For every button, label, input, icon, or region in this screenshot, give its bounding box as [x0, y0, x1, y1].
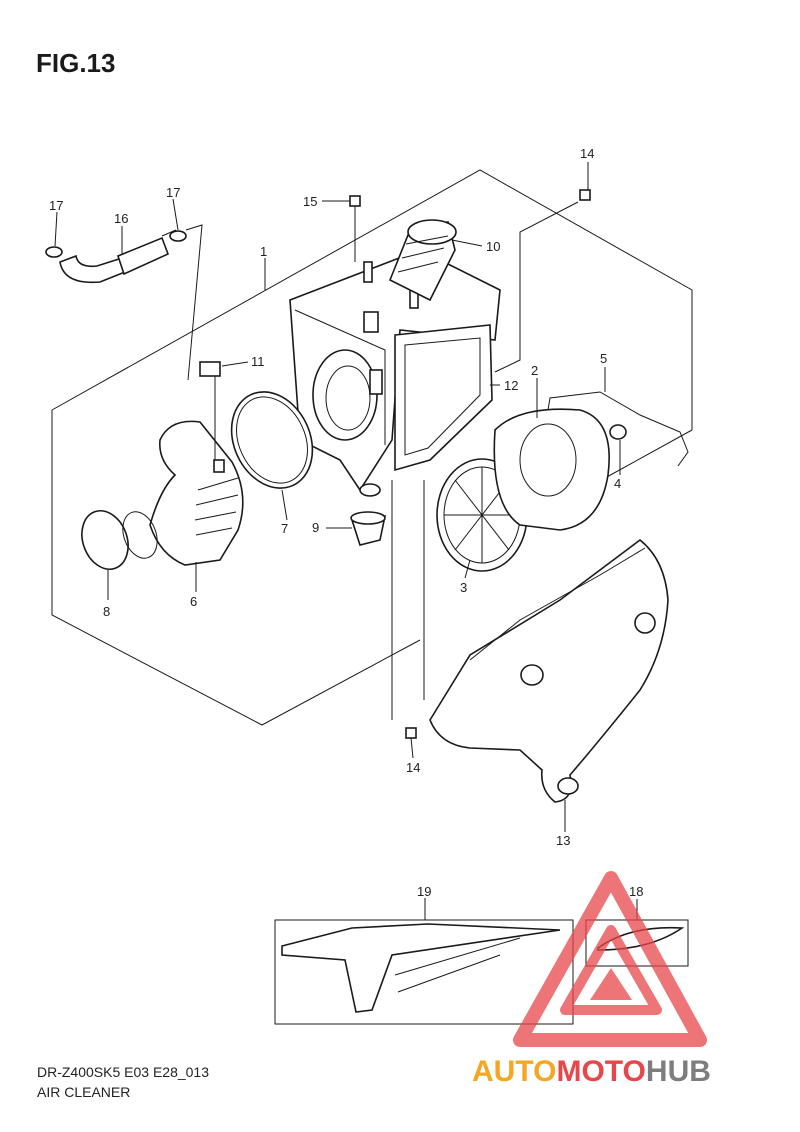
drain-cap — [350, 511, 387, 546]
callout-12: 12 — [504, 378, 518, 393]
callout-11: 11 — [251, 354, 265, 369]
bolt-15 — [349, 195, 361, 262]
callout-9: 9 — [312, 520, 319, 535]
callout-17-right: 17 — [166, 185, 180, 200]
side-cover — [391, 480, 669, 803]
callout-3: 3 — [460, 580, 467, 595]
callout-15: 15 — [303, 194, 317, 209]
section-name: AIR CLEANER — [37, 1084, 131, 1100]
callout-14-bottom: 14 — [406, 760, 420, 775]
callout-4: 4 — [614, 476, 621, 491]
filter-element — [493, 408, 610, 531]
wire-clip — [547, 391, 689, 467]
figure-title: FIG.13 — [36, 48, 116, 78]
screw-14-top — [494, 189, 591, 373]
joint-11 — [199, 361, 221, 460]
callout-5: 5 — [600, 351, 607, 366]
breather-hose — [45, 224, 203, 381]
callout-10: 10 — [486, 239, 500, 254]
watermark-text: AUTOMOTOHUB — [472, 1055, 711, 1088]
callout-labels: 1 2 3 4 5 6 7 8 9 10 11 12 13 14 14 15 1… — [49, 146, 643, 899]
callout-17-left: 17 — [49, 198, 63, 213]
callout-7: 7 — [281, 521, 288, 536]
callout-14-top: 14 — [580, 146, 594, 161]
callout-16: 16 — [114, 211, 128, 226]
intake-boot — [388, 219, 457, 302]
callout-18: 18 — [629, 884, 643, 899]
callout-8: 8 — [103, 604, 110, 619]
callout-6: 6 — [190, 594, 197, 609]
clamp-8 — [81, 510, 158, 570]
callout-13: 13 — [556, 833, 570, 848]
outlet-tube — [149, 420, 244, 566]
model-code: DR-Z400SK5 E03 E28_013 — [37, 1064, 209, 1080]
watermark-logo — [513, 871, 707, 1047]
screw-14-bottom — [405, 727, 417, 739]
air-cleaner-case — [289, 249, 501, 497]
decal-panel-19 — [274, 919, 574, 1025]
clamp-7 — [230, 391, 314, 489]
callout-1: 1 — [260, 244, 267, 259]
callout-leaders — [54, 162, 638, 920]
callout-2: 2 — [531, 363, 538, 378]
callout-19: 19 — [417, 884, 431, 899]
